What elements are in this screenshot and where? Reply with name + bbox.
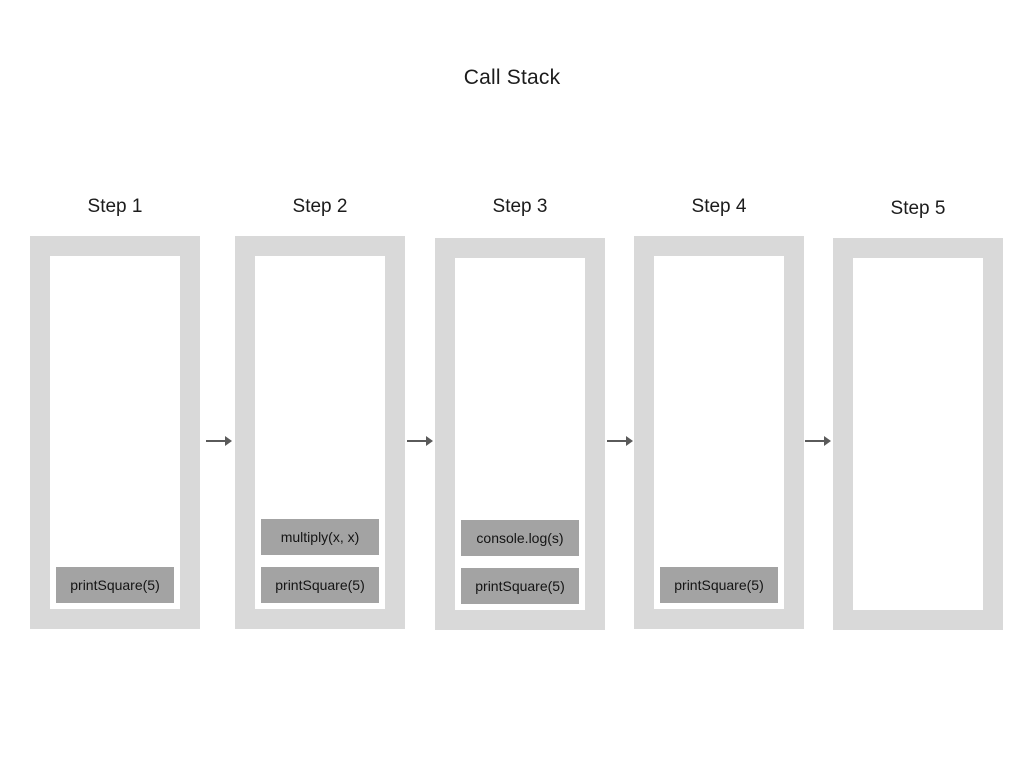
stack-inner-4: printSquare(5) — [654, 256, 784, 609]
stack-item[interactable]: printSquare(5) — [660, 567, 778, 603]
stack-item[interactable]: printSquare(5) — [461, 568, 579, 604]
stack-frame-2: multiply(x, x) printSquare(5) — [235, 236, 405, 629]
stack-frame-5 — [833, 238, 1003, 630]
step-column-3: Step 3 console.log(s) printSquare(5) — [435, 0, 605, 768]
stack-frame-1: printSquare(5) — [30, 236, 200, 629]
stack-frame-4: printSquare(5) — [634, 236, 804, 629]
step-column-1: Step 1 printSquare(5) — [30, 0, 200, 768]
step-column-2: Step 2 multiply(x, x) printSquare(5) — [235, 0, 405, 768]
stack-inner-2: multiply(x, x) printSquare(5) — [255, 256, 385, 609]
step-label-3: Step 3 — [492, 196, 548, 217]
step-column-4: Step 4 printSquare(5) — [634, 0, 804, 768]
arrow-step1-step2 — [199, 425, 239, 457]
stack-inner-1: printSquare(5) — [50, 256, 180, 609]
stack-inner-3: console.log(s) printSquare(5) — [455, 258, 585, 610]
stack-inner-5 — [853, 258, 983, 610]
stack-frame-3: console.log(s) printSquare(5) — [435, 238, 605, 630]
step-label-2: Step 2 — [292, 196, 348, 217]
arrow-step4-step5 — [798, 425, 838, 457]
stack-item[interactable]: console.log(s) — [461, 520, 579, 556]
stack-item[interactable]: printSquare(5) — [261, 567, 379, 603]
step-label-1: Step 1 — [87, 196, 143, 217]
stack-item[interactable]: printSquare(5) — [56, 567, 174, 603]
step-label-4: Step 4 — [691, 196, 747, 217]
arrow-step3-step4 — [600, 425, 640, 457]
step-label-5: Step 5 — [890, 198, 946, 219]
stack-item[interactable]: multiply(x, x) — [261, 519, 379, 555]
step-column-5: Step 5 — [833, 0, 1003, 768]
page-title: Call Stack — [463, 66, 561, 89]
arrow-step2-step3 — [400, 425, 440, 457]
